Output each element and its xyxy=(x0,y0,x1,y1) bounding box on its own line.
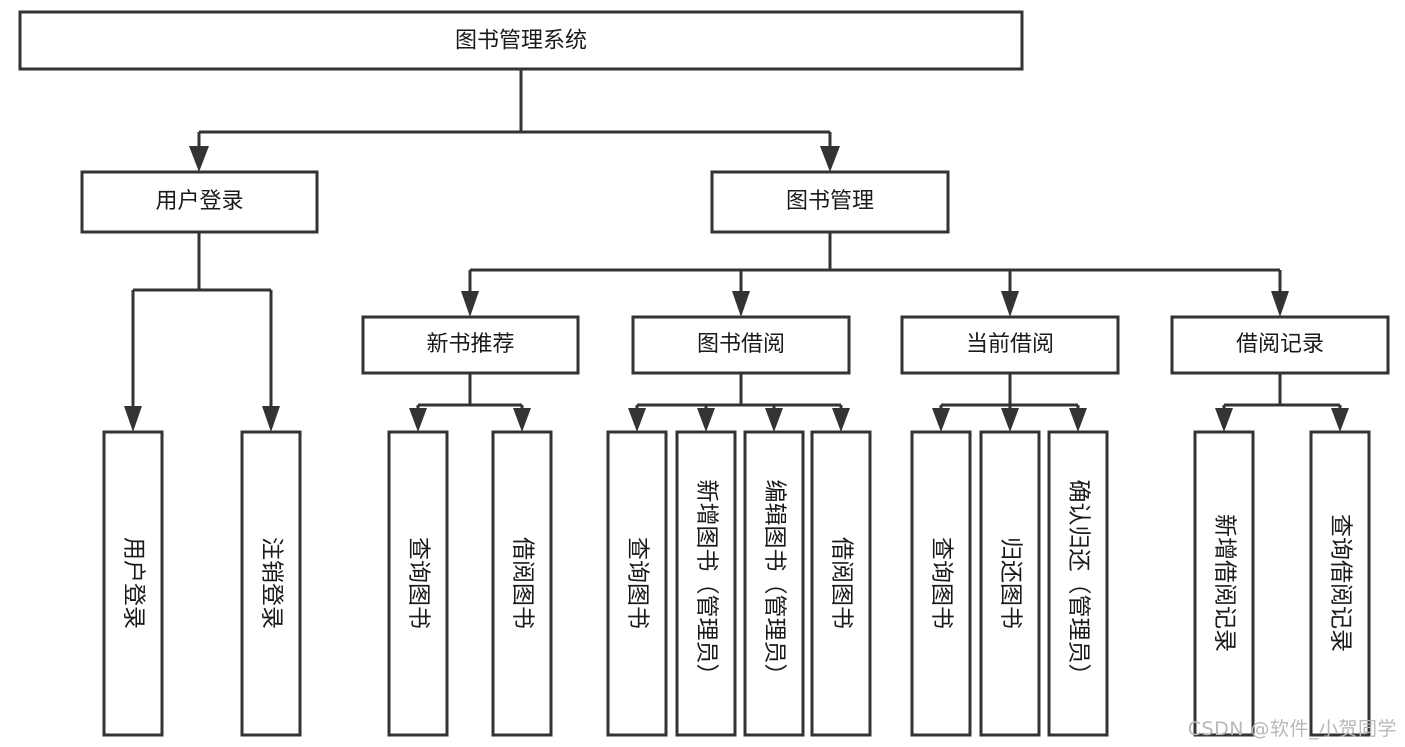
arrowhead-leaf-query-record xyxy=(1331,408,1349,432)
node-leaf-add-record-label: 新增借阅记录 xyxy=(1212,514,1238,652)
node-leaf-return-book-label: 归还图书 xyxy=(998,537,1024,629)
csdn-watermark: CSDN @软件_小贺同学 xyxy=(1187,718,1397,740)
node-leaf-query-book-1-label: 查询图书 xyxy=(406,537,432,629)
node-new-book-recommend[interactable]: 新书推荐 xyxy=(361,315,580,375)
arrowhead-new-book-recommend xyxy=(461,291,479,317)
arrowhead-leaf-add-record xyxy=(1215,408,1233,432)
arrowhead-leaf-query-book-2 xyxy=(628,408,646,432)
arrowhead-leaf-borrow-book-2 xyxy=(832,408,850,432)
arrowhead-borrow-record xyxy=(1271,291,1289,317)
node-leaf-add-book-label: 新增图书（管理员） xyxy=(694,480,720,687)
arrowhead-leaf-query-book-1 xyxy=(409,408,427,432)
node-root-label: 图书管理系统 xyxy=(455,29,587,54)
arrowhead-leaf-edit-book xyxy=(765,408,783,432)
node-new-book-recommend-box[interactable] xyxy=(361,315,580,375)
node-leaf-user-logout-box[interactable] xyxy=(240,430,302,737)
node-leaf-query-book-3[interactable]: 查询图书 xyxy=(910,430,972,737)
node-user-login-box[interactable] xyxy=(80,170,319,234)
arrowhead-leaf-borrow-book-1 xyxy=(513,408,531,432)
node-book-management-label: 图书管理 xyxy=(786,189,874,214)
node-borrow-record[interactable]: 借阅记录 xyxy=(1170,315,1390,375)
node-leaf-query-book-3-label: 查询图书 xyxy=(929,537,955,629)
node-leaf-user-login-box[interactable] xyxy=(102,430,164,737)
node-book-management-box[interactable] xyxy=(710,170,950,234)
node-leaf-user-logout[interactable]: 注销登录 xyxy=(240,430,302,737)
node-book-management[interactable]: 图书管理 xyxy=(710,170,950,234)
node-leaf-user-login[interactable]: 用户登录 xyxy=(102,430,164,737)
arrowhead-leaf-add-book xyxy=(697,408,715,432)
arrowhead-leaf-return-book xyxy=(1001,408,1019,432)
node-root-box[interactable] xyxy=(18,10,1024,71)
node-leaf-query-book-2[interactable]: 查询图书 xyxy=(606,430,668,737)
node-leaf-add-book[interactable]: 新增图书（管理员） xyxy=(675,430,737,737)
node-leaf-return-book-box[interactable] xyxy=(979,430,1041,737)
node-leaf-add-book-box[interactable] xyxy=(675,430,737,737)
node-borrow-record-label: 借阅记录 xyxy=(1236,332,1324,357)
node-leaf-query-book-3-box[interactable] xyxy=(910,430,972,737)
node-leaf-borrow-book-1-label: 借阅图书 xyxy=(510,537,536,629)
node-leaf-query-record-box[interactable] xyxy=(1309,430,1371,737)
arrowhead-leaf-user-login xyxy=(124,406,142,432)
node-current-borrow-label: 当前借阅 xyxy=(966,332,1054,357)
arrowhead-book-borrow xyxy=(732,291,750,317)
node-leaf-query-record-label: 查询借阅记录 xyxy=(1328,514,1354,652)
node-leaf-borrow-book-2-label: 借阅图书 xyxy=(829,537,855,629)
node-root[interactable]: 图书管理系统 xyxy=(18,10,1024,71)
arrowhead-book-management xyxy=(820,146,840,172)
node-current-borrow-box[interactable] xyxy=(900,315,1120,375)
node-leaf-confirm-return-label: 确认归还（管理员） xyxy=(1066,480,1092,687)
arrowhead-current-borrow xyxy=(1001,291,1019,317)
node-book-borrow[interactable]: 图书借阅 xyxy=(631,315,851,375)
node-leaf-return-book[interactable]: 归还图书 xyxy=(979,430,1041,737)
node-leaf-add-record[interactable]: 新增借阅记录 xyxy=(1193,430,1255,737)
arrowhead-leaf-user-logout xyxy=(262,406,280,432)
node-leaf-query-book-1-box[interactable] xyxy=(387,430,449,737)
node-leaf-edit-book-label: 编辑图书（管理员） xyxy=(762,480,788,687)
node-user-login[interactable]: 用户登录 xyxy=(80,170,319,234)
arrowhead-leaf-confirm-return xyxy=(1069,408,1087,432)
node-leaf-query-book-1[interactable]: 查询图书 xyxy=(387,430,449,737)
node-leaf-edit-book[interactable]: 编辑图书（管理员） xyxy=(743,430,805,737)
node-book-borrow-box[interactable] xyxy=(631,315,851,375)
node-leaf-add-record-box[interactable] xyxy=(1193,430,1255,737)
node-leaf-user-login-label: 用户登录 xyxy=(121,537,147,629)
node-book-borrow-label: 图书借阅 xyxy=(697,332,785,357)
node-leaf-user-logout-label: 注销登录 xyxy=(259,537,285,629)
node-new-book-recommend-label: 新书推荐 xyxy=(426,332,514,357)
node-leaf-borrow-book-2[interactable]: 借阅图书 xyxy=(810,430,872,737)
node-leaf-borrow-book-1-box[interactable] xyxy=(491,430,553,737)
node-user-login-label: 用户登录 xyxy=(155,189,243,214)
node-leaf-edit-book-box[interactable] xyxy=(743,430,805,737)
arrowhead-leaf-query-book-3 xyxy=(932,408,950,432)
node-leaf-confirm-return-box[interactable] xyxy=(1047,430,1109,737)
node-leaf-query-book-2-box[interactable] xyxy=(606,430,668,737)
node-leaf-borrow-book-2-box[interactable] xyxy=(810,430,872,737)
node-leaf-query-record[interactable]: 查询借阅记录 xyxy=(1309,430,1371,737)
node-leaf-query-book-2-label: 查询图书 xyxy=(625,537,651,629)
node-current-borrow[interactable]: 当前借阅 xyxy=(900,315,1120,375)
connector-layer xyxy=(124,69,1349,432)
arrowhead-user-login xyxy=(189,146,209,172)
node-borrow-record-box[interactable] xyxy=(1170,315,1390,375)
node-leaf-confirm-return[interactable]: 确认归还（管理员） xyxy=(1047,430,1109,737)
node-leaf-borrow-book-1[interactable]: 借阅图书 xyxy=(491,430,553,737)
